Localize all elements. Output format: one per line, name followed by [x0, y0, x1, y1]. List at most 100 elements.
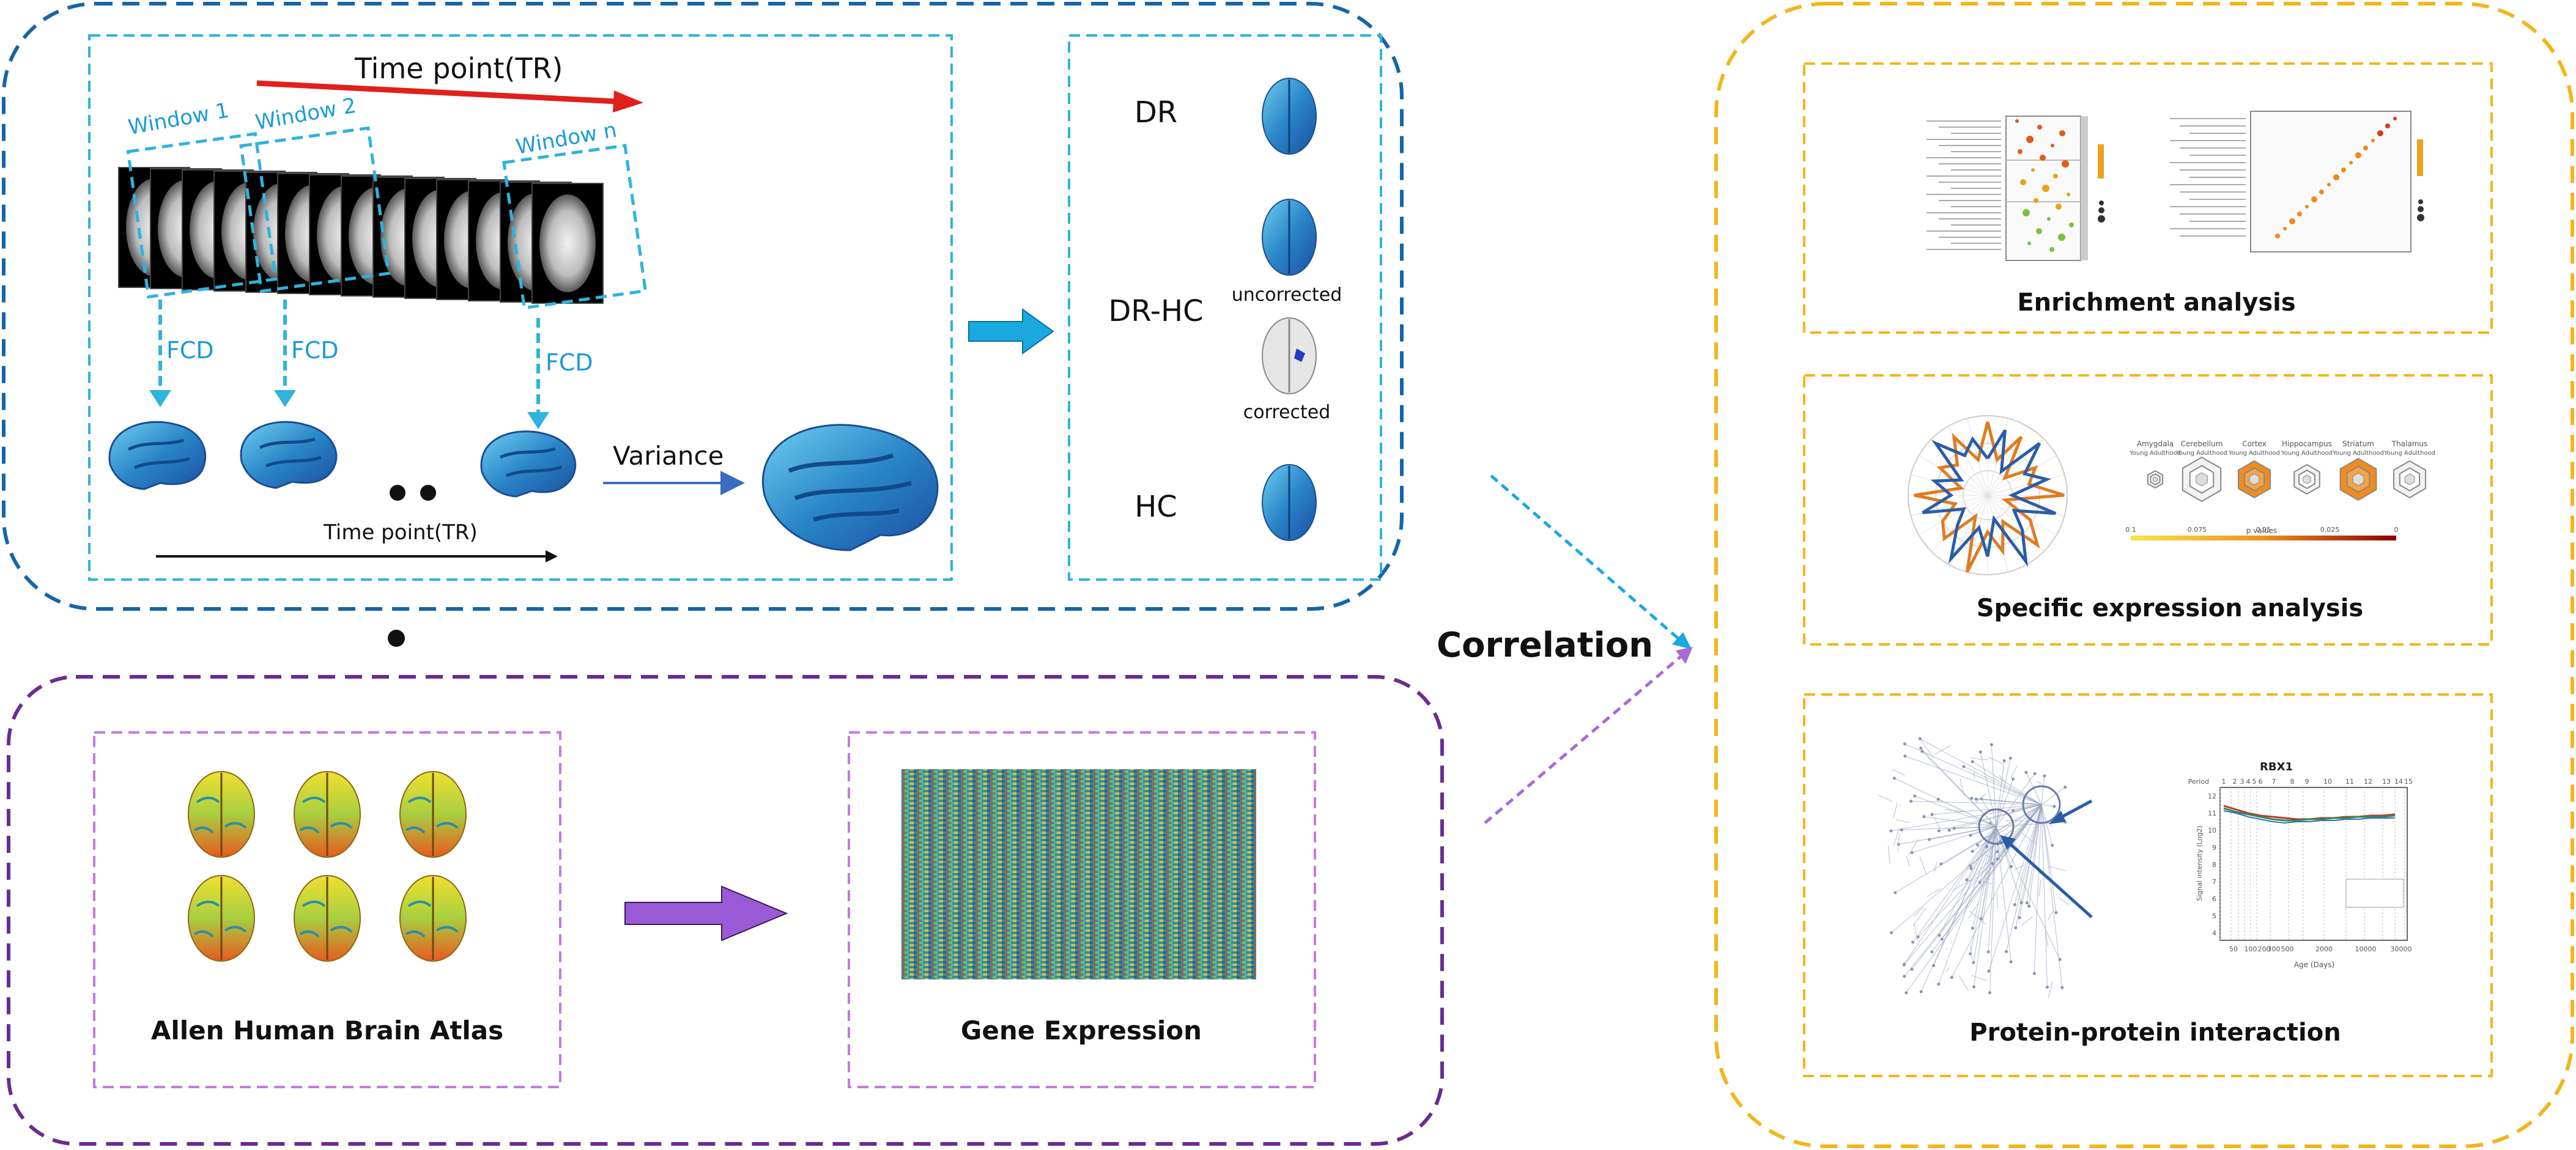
- gene-box: [848, 731, 1316, 1088]
- group-dr-label: DR: [1134, 95, 1177, 130]
- enrichment-dot: [2393, 117, 2397, 120]
- rbx1-period: 9: [2305, 778, 2309, 786]
- enrichment-dot: [2069, 223, 2074, 227]
- enrichment-dot: [2020, 179, 2026, 185]
- rbx1-y-tick: 6: [2212, 895, 2216, 903]
- rbx1-title: RBX1: [2260, 761, 2293, 773]
- fcd-arrow-2: [274, 300, 296, 407]
- rbx1-period: 7: [2272, 778, 2276, 786]
- window-n-box: [502, 144, 648, 310]
- specific-region-name: Hippocampus: [2282, 440, 2332, 448]
- fcd-arrow-n: [527, 318, 549, 429]
- specific-region-name: Cortex: [2242, 440, 2267, 448]
- enrichment-dot: [2275, 234, 2280, 238]
- fcd-label-2: FCD: [291, 337, 339, 364]
- atlas-brain: [188, 875, 255, 962]
- specific-region-name: Amygdala: [2137, 440, 2174, 448]
- drhc-corrected-brain: [1262, 317, 1317, 394]
- enrichment-dot: [2355, 152, 2361, 158]
- time-red-arrow-line: [256, 80, 618, 105]
- rbx1-x-tick: 200: [2258, 945, 2271, 953]
- enrichment-dot: [2037, 125, 2042, 130]
- specific-region-sub: Young Adulthood: [2175, 450, 2227, 457]
- atlas-label: Allen Human Brain Atlas: [151, 1015, 503, 1045]
- gene-expression-heatmap: [901, 769, 1256, 979]
- dr-brain: [1262, 78, 1317, 155]
- atlas-brain: [399, 875, 467, 962]
- fcd-arrow-1: [149, 300, 171, 407]
- enrichment-dot: [2371, 139, 2375, 142]
- specific-region-name: Cerebellum: [2181, 440, 2223, 448]
- enrichment-dot: [2319, 190, 2324, 194]
- rbx1-period: 6: [2259, 778, 2263, 786]
- window-1-label: Window 1: [127, 98, 231, 140]
- specific-radar-chart: [1908, 415, 2068, 575]
- corrected-label: corrected: [1243, 402, 1331, 423]
- group-hc-label: HC: [1134, 490, 1177, 524]
- specific-region-sub: Young Adulthood: [2281, 450, 2333, 457]
- correlation-arrow-from-groups: [1490, 474, 1692, 649]
- specific-region-sub: Young Adulthood: [2383, 450, 2435, 457]
- rbx1-period: 4: [2246, 778, 2251, 786]
- specific-region-sub: Young Adulthood: [2332, 450, 2384, 457]
- rbx1-period: 14: [2394, 778, 2403, 786]
- rbx1-y-tick: 7: [2212, 878, 2216, 886]
- group-drhc-label: DR-HC: [1108, 294, 1203, 328]
- enrichment-dot: [2034, 198, 2038, 203]
- enrichment-dot: [2377, 130, 2383, 136]
- ellipsis-dot-2: [420, 485, 436, 501]
- atlas-brain: [294, 875, 361, 962]
- to-gene-arrow: [624, 885, 788, 942]
- specific-scale-tick: 0: [2394, 526, 2399, 534]
- rbx1-period: 11: [2345, 778, 2354, 786]
- fcd-method-box: [88, 34, 953, 581]
- rbx1-y-tick: 4: [2212, 929, 2216, 937]
- window-n-label: Window n: [514, 118, 619, 160]
- rbx1-x-tick: 100: [2245, 945, 2257, 953]
- rbx1-period: 1: [2222, 778, 2226, 786]
- enrichment-dot: [2305, 205, 2309, 208]
- ppi-network: [1878, 737, 2093, 999]
- rbx1-period: 2: [2233, 778, 2237, 786]
- group-box: [1068, 34, 1382, 581]
- enrichment-dot: [2042, 185, 2049, 192]
- enrichment-dot: [2051, 144, 2054, 147]
- rbx1-x-tick: 500: [2281, 945, 2294, 953]
- atlas-brain: [188, 771, 255, 858]
- enrichment-dot: [2059, 130, 2065, 136]
- rbx1-period: 5: [2252, 778, 2257, 786]
- enrichment-dot: [2341, 168, 2346, 172]
- rbx1-y-tick: 8: [2212, 861, 2216, 869]
- time-bottom-arrow-head: [546, 550, 558, 562]
- enrichment-dot: [2363, 146, 2368, 150]
- fcd-brain-2: [240, 421, 338, 489]
- rbx1-period: 12: [2364, 778, 2372, 786]
- rbx1-period: 15: [2404, 778, 2413, 786]
- atlas-brain: [294, 771, 361, 858]
- correlation-arrow-from-genes: [1484, 647, 1693, 824]
- enrichment-dotplot-left: [1926, 116, 2105, 261]
- specific-scale-tick: 0.1: [2125, 526, 2136, 534]
- specific-region-sub: Young Adulthood: [2129, 450, 2181, 457]
- window-2-label: Window 2: [254, 94, 358, 135]
- enrichment-dot: [2040, 155, 2046, 161]
- enrichment-dot: [2031, 168, 2035, 172]
- rbx1-period: 8: [2290, 778, 2295, 786]
- rbx1-period-label: Period: [2188, 778, 2209, 786]
- enrichment-dot: [2036, 228, 2042, 234]
- analysis-panel-frame: [1714, 2, 2574, 1148]
- ppi-label: Protein-protein interaction: [1969, 1019, 2341, 1047]
- rbx1-ylabel: Signal intensity (Log2): [2196, 825, 2204, 901]
- enrichment-dot: [2289, 218, 2295, 224]
- to-groups-arrow: [968, 308, 1054, 355]
- enrichment-dot: [2385, 123, 2390, 128]
- specific-region-sub: Young Adulthood: [2228, 450, 2280, 457]
- fcd-label-n: FCD: [546, 349, 593, 376]
